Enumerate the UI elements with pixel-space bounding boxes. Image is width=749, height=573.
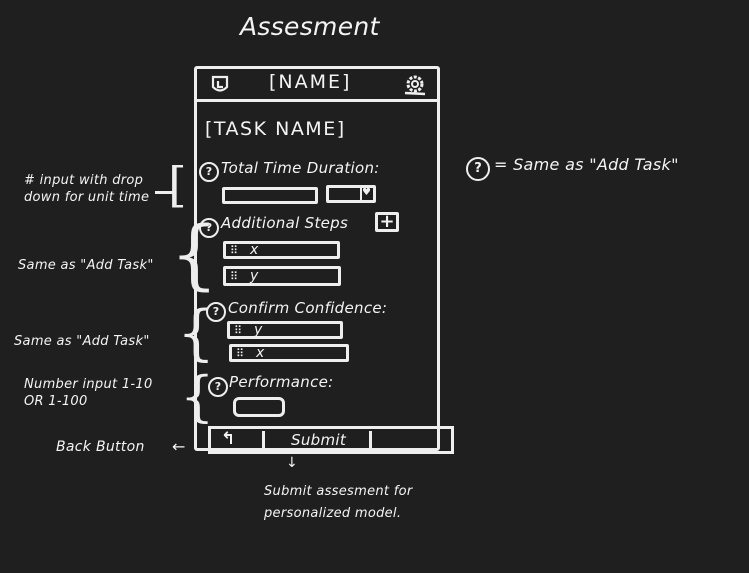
confidence-value: x [256,345,265,361]
help-icon: ? [466,157,490,181]
annotation-additional-steps: Same as "Add Task" [18,258,154,273]
task-name-placeholder: [TASK NAME] [205,118,346,140]
step-value: x [250,242,259,258]
help-icon[interactable]: ? [208,377,228,397]
user-name-placeholder: [NAME] [269,71,352,93]
annotation-confirm-confidence: Same as "Add Task" [14,334,150,349]
confirm-confidence-label: Confirm Confidence: [228,299,388,317]
brace-icon: { [177,298,216,368]
mockup-header: [NAME] [197,69,437,102]
mockup-footer: ↰ Submit [208,426,454,454]
footer-divider [369,431,372,451]
annotation-connector [155,191,173,194]
gear-icon[interactable] [401,73,427,97]
performance-label: Performance: [229,373,334,391]
footer-divider [262,431,265,451]
drag-handle-icon[interactable]: ⠿ [234,323,243,337]
confidence-list-item[interactable]: ⠿ x [229,344,349,362]
confidence-value: y [254,322,263,338]
confidence-list-item[interactable]: ⠿ y [227,321,343,339]
brace-icon: { [170,209,219,298]
annotation-total-time: # input with drop down for unit time [24,173,150,205]
duration-unit-dropdown[interactable]: ♥ [326,185,376,203]
logo-icon[interactable] [211,75,229,95]
arrow-down-icon: ↓ [286,455,298,471]
drag-handle-icon[interactable]: ⠿ [230,243,239,257]
additional-steps-label: Additional Steps [221,214,349,232]
help-legend-text: = Same as "Add Task" [494,155,679,174]
drag-handle-icon[interactable]: ⠿ [236,346,245,360]
bracket-icon: [ [168,157,187,213]
phone-mockup-frame [194,66,440,451]
help-icon[interactable]: ? [206,302,226,322]
brace-icon: { [180,365,215,428]
help-icon[interactable]: ? [199,218,219,238]
chevron-down-icon: ♥ [362,187,371,198]
annotation-back-button: Back Button [56,439,145,455]
annotation-submit: Submit assesment for personalized model. [264,484,413,521]
drag-handle-icon[interactable]: ⠿ [230,269,239,283]
arrow-left-icon: ← [172,437,186,456]
annotation-performance: Number input 1-10 OR 1-100 [24,377,153,409]
submit-button[interactable]: Submit [291,431,347,449]
dropdown-divider [360,188,362,200]
performance-number-input[interactable] [233,397,285,417]
step-list-item[interactable]: ⠿ y [223,266,341,286]
help-icon[interactable]: ? [199,162,219,182]
add-step-button[interactable]: + [375,212,399,232]
step-list-item[interactable]: ⠿ x [223,241,340,259]
step-value: y [250,268,259,284]
total-time-label: Total Time Duration: [221,159,380,177]
duration-number-input[interactable] [222,187,318,204]
page-title: Assesment [240,12,380,41]
back-arrow-icon[interactable]: ↰ [221,429,236,449]
